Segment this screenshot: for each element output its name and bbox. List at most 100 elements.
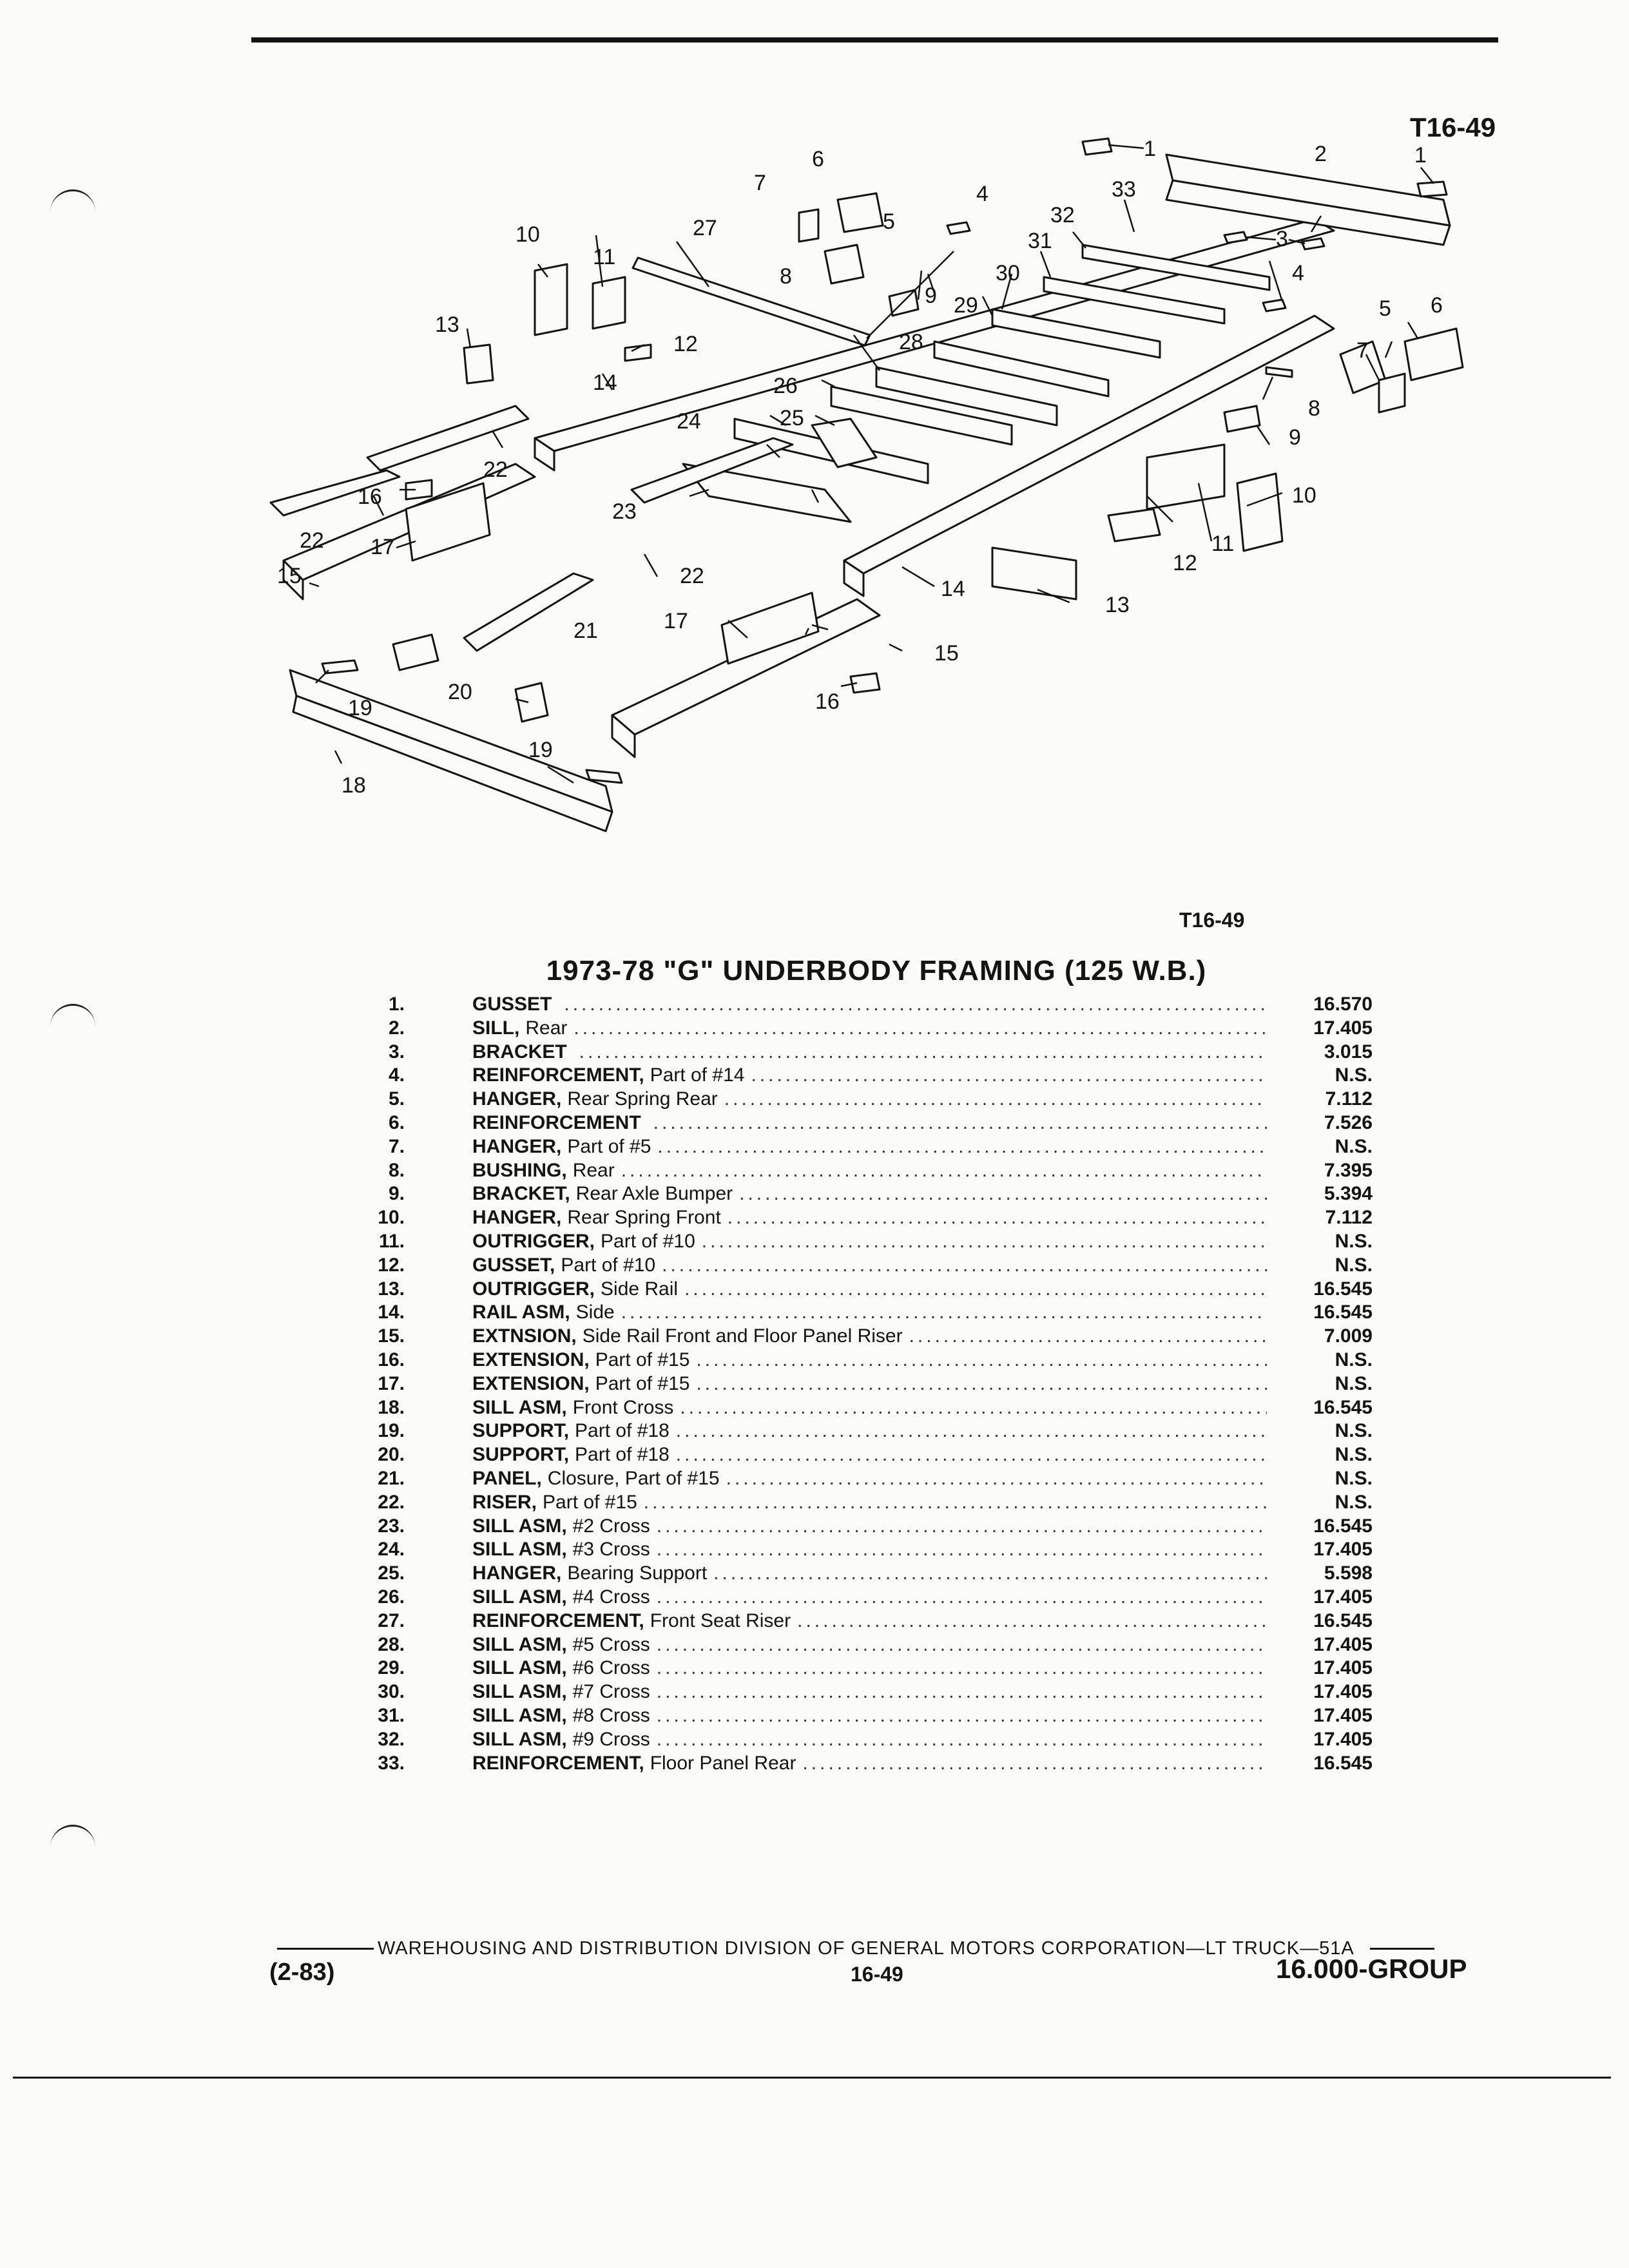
callout-16: 16: [815, 689, 840, 714]
callout-16: 16: [358, 485, 382, 509]
part-detail: Floor Panel Rear: [650, 1752, 796, 1774]
cross-sill-30: [991, 308, 1161, 359]
support-19-left: [321, 659, 359, 675]
callout-15: 15: [277, 564, 302, 588]
callout-3: 3: [1276, 227, 1288, 251]
part-row: 17.EXTENSION,Part of #15N.S.: [348, 1373, 1373, 1397]
underbody-framing-diagram: 1 2 1 3 4 5 6 7 8 9 10 11 12 13 14 15 16…: [269, 137, 1464, 832]
part-detail: Front Cross: [572, 1396, 674, 1418]
part-group-code: N.S.: [1335, 1064, 1373, 1086]
callout-6: 6: [1431, 293, 1443, 318]
callout-4: 4: [976, 182, 988, 206]
callout-19: 19: [348, 696, 372, 720]
part-number: 24.: [378, 1539, 405, 1561]
part-group-code: 7.526: [1324, 1111, 1373, 1133]
punch-hole-mark: [50, 1825, 95, 1852]
callout-8: 8: [780, 264, 792, 289]
outrigger-13-left: [463, 343, 494, 385]
callout-27: 27: [693, 216, 717, 240]
part-row: 30.SILL ASM,#7 Cross17.405: [348, 1681, 1373, 1705]
part-number: 12.: [378, 1254, 405, 1276]
part-name: SILL ASM,: [472, 1586, 567, 1608]
part-row: 27.REINFORCEMENT,Front Seat Riser16.545: [348, 1610, 1373, 1634]
callout-11: 11: [1211, 532, 1234, 556]
part-row: 29.SILL ASM,#6 Cross17.405: [348, 1657, 1373, 1681]
part-description: SUPPORT,Part of #18: [472, 1420, 1267, 1442]
part-description: GUSSET,Part of #10: [472, 1254, 1267, 1276]
part-group-code: 7.112: [1325, 1088, 1373, 1110]
part-description: SILL ASM,#4 Cross: [472, 1586, 1267, 1608]
part-group-code: 5.598: [1324, 1562, 1373, 1584]
part-name: EXTENSION,: [472, 1349, 590, 1370]
part-number: 13.: [378, 1278, 405, 1300]
part-number: 28.: [378, 1633, 405, 1655]
leader-dots: [662, 1254, 1267, 1276]
part-description: SILL ASM,#9 Cross: [472, 1729, 1267, 1751]
part-description: REINFORCEMENT,Front Seat Riser: [472, 1610, 1267, 1632]
part-group-code: 17.405: [1313, 1681, 1373, 1703]
group-label: 16.000-GROUP: [1276, 1954, 1467, 1984]
part-detail: #5 Cross: [572, 1633, 650, 1655]
part-name: GUSSET,: [472, 1254, 555, 1276]
part-row: 18.SILL ASM,Front Cross16.545: [348, 1397, 1373, 1421]
part-detail: Side Rail: [601, 1278, 679, 1300]
part-row: 25.HANGER,Bearing Support5.598: [348, 1562, 1373, 1586]
part-description: OUTRIGGER, Side Rail: [472, 1278, 1267, 1300]
part-name: HANGER,: [472, 1088, 562, 1110]
part-name: SUPPORT,: [472, 1420, 570, 1442]
part-group-code: 7.112: [1325, 1207, 1373, 1229]
part-group-code: 17.405: [1313, 1539, 1373, 1561]
rear-sill-face: [1165, 179, 1451, 246]
part-name: REINFORCEMENT,: [472, 1064, 644, 1086]
part-name: REINFORCEMENT,: [472, 1752, 644, 1774]
riser-22-upper: [366, 405, 530, 472]
callout-33: 33: [1112, 177, 1136, 202]
part-description: HANGER,Rear Spring Front: [472, 1207, 1267, 1229]
part-description: SILL ASM,#8 Cross: [472, 1705, 1267, 1727]
part-group-code: 7.395: [1324, 1159, 1373, 1181]
footer-rule-right: [1369, 1948, 1434, 1950]
callout-5: 5: [883, 209, 895, 234]
part-name: HANGER,: [472, 1135, 562, 1157]
part-group-code: 16.545: [1313, 1396, 1373, 1418]
reinforcement-4-right: [1262, 298, 1287, 312]
part-row: 31.SILL ASM,#8 Cross17.405: [348, 1705, 1373, 1729]
part-row: 4.REINFORCEMENT,Part of #14N.S.: [348, 1064, 1373, 1088]
part-description: SILL ASM,Front Cross: [472, 1397, 1267, 1419]
part-number: 19.: [378, 1420, 405, 1442]
leader-dots: [657, 1539, 1267, 1561]
part-detail: Part of #15: [543, 1491, 637, 1513]
hanger-5-left: [824, 244, 865, 285]
figure-code: T16-49: [1410, 112, 1496, 142]
part-row: 28. SILL ASM,#5 Cross 17.405: [348, 1634, 1373, 1658]
part-name: SILL ASM,: [472, 1633, 567, 1655]
part-detail: Front Seat Riser: [650, 1610, 791, 1631]
part-row: 5.HANGER,Rear Spring Rear7.112: [348, 1088, 1373, 1112]
part-group-code: 16.545: [1313, 1610, 1373, 1631]
callout-19: 19: [528, 738, 553, 762]
part-detail: #8 Cross: [572, 1704, 650, 1726]
part-group-code: N.S.: [1335, 1467, 1373, 1489]
part-group-code: 17.405: [1313, 1633, 1373, 1655]
callout-13: 13: [1105, 593, 1130, 617]
reinforcement-6: [1403, 327, 1464, 381]
part-description: SILL ASM,#6 Cross: [472, 1657, 1267, 1679]
callout-11: 11: [593, 245, 615, 269]
part-row: 2.SILL,Rear17.405: [348, 1017, 1373, 1041]
part-name: HANGER,: [472, 1562, 562, 1584]
front-seat-riser-reinforcement: [631, 256, 871, 347]
outrigger-11-right: [1146, 443, 1226, 510]
leader-dots: [644, 1492, 1267, 1514]
part-name: OUTRIGGER,: [472, 1278, 595, 1300]
cross-sill-26: [830, 385, 1013, 446]
part-group-code: 16.545: [1313, 1515, 1373, 1537]
callout-22: 22: [680, 564, 704, 588]
part-name: GUSSET: [472, 994, 552, 1015]
part-row: 9.BRACKET,Rear Axle Bumper5.394: [348, 1183, 1373, 1207]
part-description: OUTRIGGER,Part of #10: [472, 1231, 1267, 1253]
callout-14: 14: [593, 370, 617, 395]
part-description: SILL,Rear: [472, 1017, 1267, 1039]
part-name: SILL,: [472, 1017, 520, 1039]
hanger-7: [1378, 372, 1406, 414]
part-detail: Rear Spring Rear: [567, 1088, 718, 1110]
